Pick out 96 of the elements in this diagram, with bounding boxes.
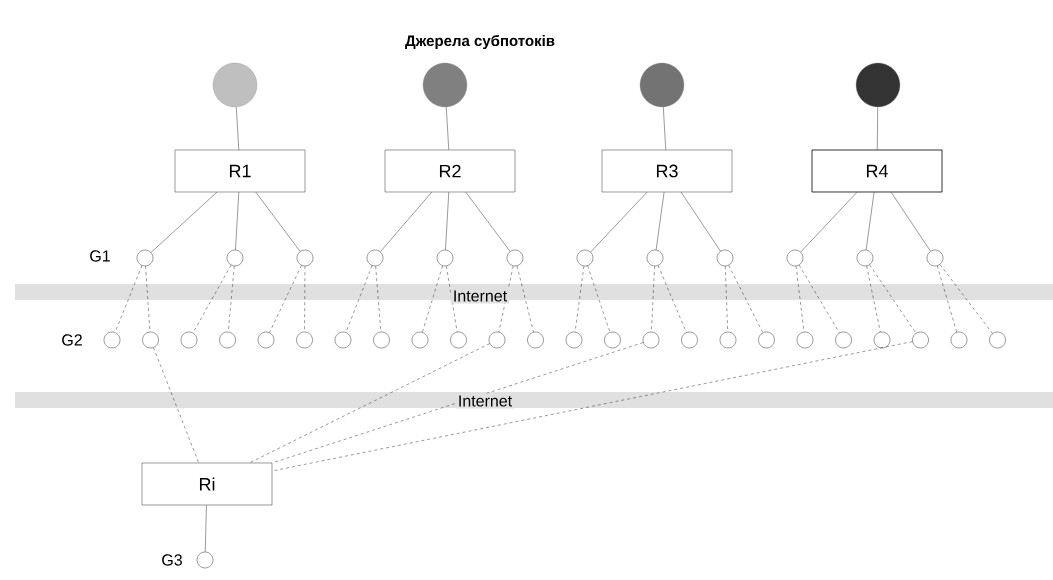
router-box: R2 — [384, 149, 516, 193]
host-circle — [196, 551, 214, 569]
host-circle — [796, 331, 814, 349]
band-label: Internet — [450, 288, 510, 304]
host-circle — [136, 249, 154, 267]
dashed-link — [795, 265, 805, 333]
host-circle — [180, 331, 198, 349]
group-label: G1 — [90, 250, 110, 262]
host-circle — [642, 331, 660, 349]
dashed-link — [269, 265, 302, 333]
link-line — [236, 106, 239, 150]
link-line — [446, 106, 449, 150]
router-box: R1 — [174, 149, 306, 193]
host-circle — [226, 249, 244, 267]
dashed-link — [939, 264, 993, 334]
host-circle — [450, 331, 467, 349]
link-line — [465, 192, 511, 252]
title: Джерела субпотоків — [405, 34, 555, 50]
dashed-link — [345, 265, 373, 333]
host-circle — [411, 331, 429, 349]
host-circle — [716, 249, 734, 267]
dashed-link — [375, 265, 382, 332]
dashed-link — [114, 265, 143, 333]
host-circle — [950, 331, 968, 349]
host-circle — [436, 249, 454, 267]
link-line — [865, 192, 875, 251]
link-line — [150, 192, 218, 253]
dashed-link — [228, 265, 235, 332]
dashed-link — [657, 265, 687, 333]
host-circle — [334, 331, 352, 349]
dashed-link — [422, 265, 443, 333]
group-label: G3 — [162, 554, 182, 566]
dashed-link — [937, 265, 957, 333]
dashed-link — [272, 342, 644, 464]
dashed-link — [516, 265, 534, 333]
host-circle — [142, 331, 159, 349]
dashed-link — [498, 265, 514, 333]
host-circle — [373, 331, 390, 349]
link-line — [205, 505, 207, 552]
link-line — [445, 192, 449, 250]
host-circle — [257, 331, 275, 349]
host-circle — [219, 331, 236, 349]
link-line — [655, 192, 665, 251]
dashed-link — [725, 266, 728, 332]
host-circle — [989, 331, 1006, 349]
host-circle — [366, 249, 384, 267]
host-circle — [488, 331, 506, 349]
host-circle — [873, 331, 891, 349]
router-box: Ri — [141, 462, 273, 506]
dashed-link — [145, 265, 151, 332]
dashed-link — [798, 264, 840, 334]
source-circle — [422, 62, 468, 108]
host-circle — [926, 249, 944, 267]
link-line — [255, 192, 301, 252]
host-circle — [576, 249, 594, 267]
host-circle — [786, 249, 804, 267]
host-circle — [565, 331, 583, 349]
link-line — [380, 192, 432, 252]
host-circle — [681, 331, 698, 349]
link-line — [680, 192, 721, 252]
host-circle — [103, 331, 121, 349]
dashed-link — [574, 265, 585, 333]
host-circle — [506, 249, 524, 267]
dashed-link — [728, 265, 763, 333]
band-label: Internet — [455, 393, 515, 409]
link-line — [590, 192, 648, 253]
link-line — [235, 192, 239, 250]
dashed-link — [304, 266, 306, 332]
dashed-link — [446, 265, 458, 333]
link-line — [800, 192, 858, 253]
host-circle — [719, 331, 737, 349]
host-circle — [296, 249, 314, 267]
source-circle — [855, 62, 901, 108]
dashed-link — [249, 343, 490, 463]
host-circle — [758, 331, 775, 349]
link-line — [663, 106, 666, 150]
dashed-link — [866, 265, 881, 333]
host-circle — [835, 331, 852, 349]
source-circle — [639, 62, 685, 108]
link-line — [877, 107, 878, 150]
router-box: R3 — [601, 149, 733, 193]
host-circle — [604, 331, 621, 349]
dashed-link — [869, 264, 917, 334]
host-circle — [527, 331, 544, 349]
host-circle — [296, 331, 313, 349]
dashed-link — [587, 265, 611, 333]
source-circle — [212, 62, 258, 108]
link-line — [891, 192, 931, 252]
host-circle — [856, 249, 874, 267]
dashed-link — [651, 266, 655, 332]
host-circle — [646, 249, 664, 267]
router-box: R4 — [811, 149, 943, 193]
host-circle — [912, 331, 929, 349]
group-label: G2 — [62, 334, 82, 346]
dashed-link — [272, 341, 913, 472]
dashed-link — [153, 347, 199, 463]
